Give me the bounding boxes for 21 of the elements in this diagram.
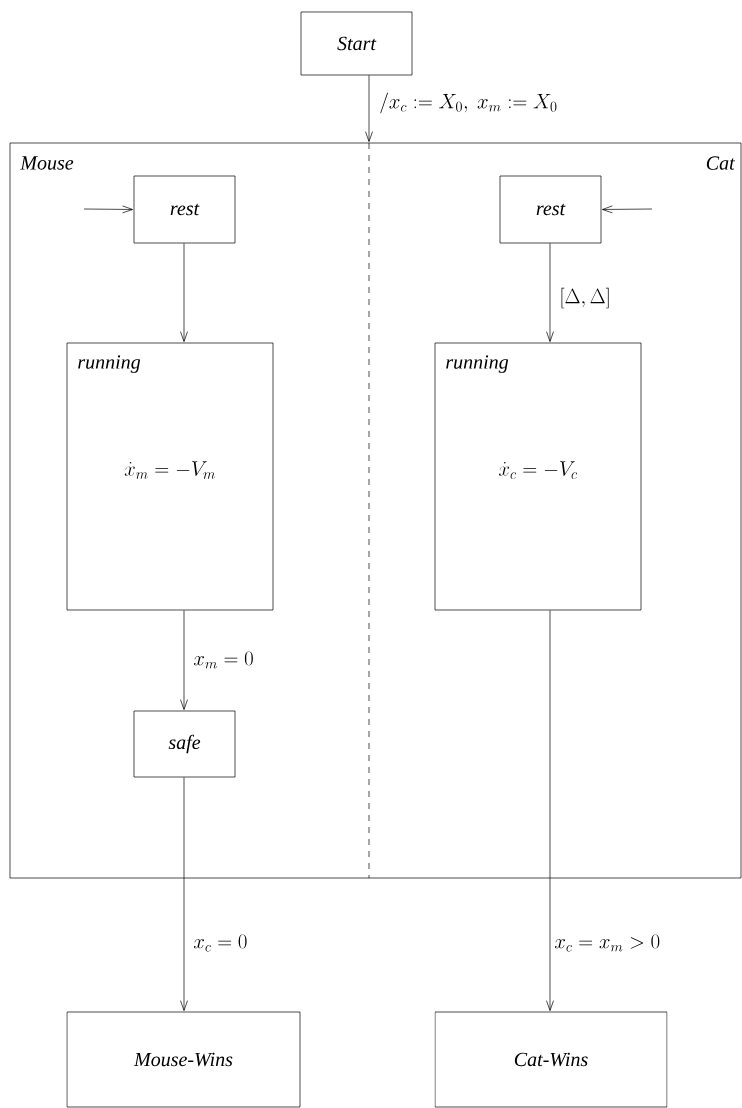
arrow	[602, 205, 653, 214]
state-box: safe	[133, 710, 236, 778]
state-box: Mouse-Wins	[66, 1011, 301, 1108]
edge-label: $x_c = x_m > 0$	[553, 933, 662, 953]
state-box: rest	[499, 175, 602, 244]
edge-label: $[\Delta, \Delta]$	[558, 286, 612, 310]
arrow	[546, 610, 554, 1011]
state-box: rest	[133, 175, 236, 244]
edge-label: $x_m = 0$	[192, 650, 255, 670]
state-box: Cat-Wins	[434, 1011, 668, 1108]
state-box: running $\dot{x}_c = -V_c$	[434, 342, 642, 611]
arrow	[365, 75, 373, 142]
edge-label: $x_c = 0$	[192, 933, 249, 953]
arrow	[546, 243, 554, 342]
arrow	[180, 777, 188, 1011]
arrow	[180, 243, 188, 342]
state-box: running $\dot{x}_m = -V_m$	[66, 342, 274, 611]
state-box: Start	[300, 11, 413, 76]
arrow	[83, 205, 133, 214]
edge-label: $/x_c := X_0,\ x_m := X_0$	[378, 91, 559, 115]
arrow	[180, 610, 188, 710]
